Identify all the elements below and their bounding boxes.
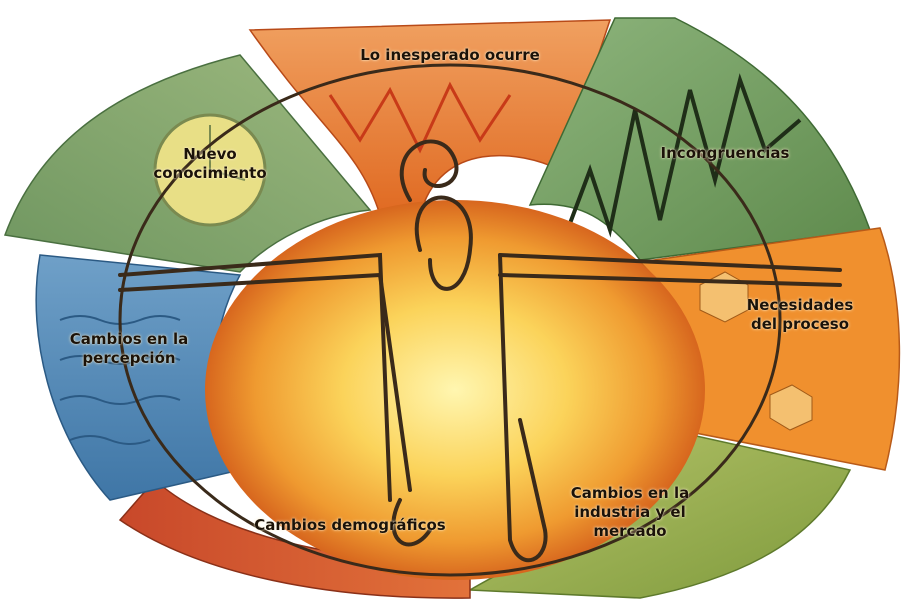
label-industry-market: Cambios en la industria y el mercado — [520, 484, 740, 540]
label-incongruities: Incongruencias — [615, 144, 835, 163]
label-knowledge: Nuevo conocimiento — [110, 145, 310, 183]
label-unexpected: Lo inesperado ocurre — [300, 46, 600, 65]
label-perception: Cambios en la percepción — [24, 330, 234, 368]
label-demographics: Cambios demográficos — [190, 516, 510, 535]
label-process-needs: Necesidades del proceso — [700, 296, 900, 334]
